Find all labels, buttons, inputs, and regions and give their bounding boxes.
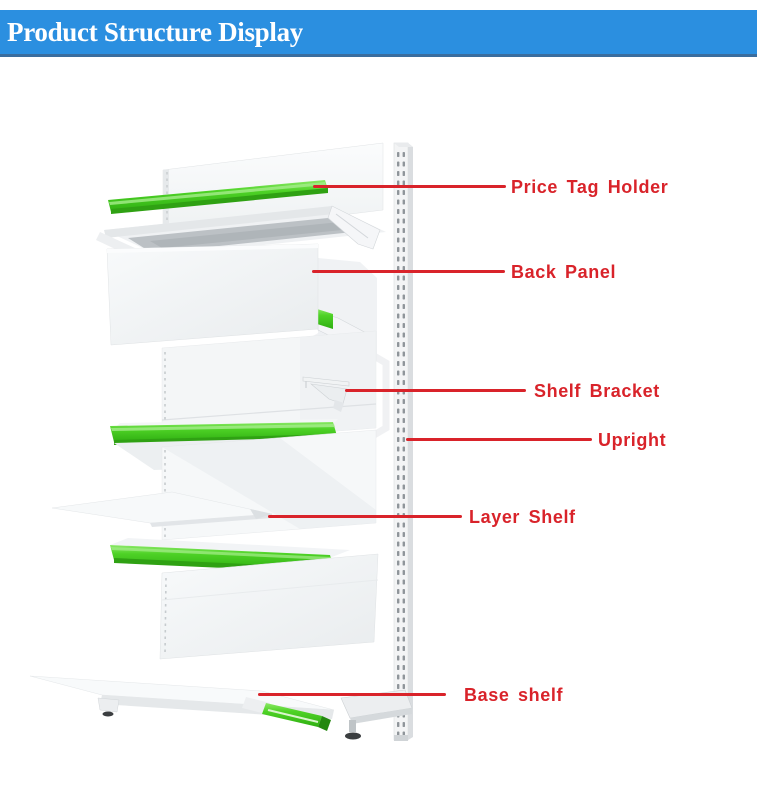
leader-line-back-panel [312,270,505,274]
leader-line-upright [406,438,592,442]
section-title: Product Structure Display [7,17,303,47]
part-label-shelf-bracket: Shelf Bracket [534,381,660,401]
part-label-layer-shelf: Layer Shelf [469,507,576,527]
part-label-back-panel: Back Panel [511,262,617,282]
part-label-price-tag-holder: Price Tag Holder [511,177,669,197]
part-label-upright: Upright [598,430,667,450]
leader-line-shelf-bracket [345,389,526,393]
section-header: Product Structure Display [0,10,757,57]
part-label-base-shelf: Base shelf [464,685,564,705]
leader-line-base-shelf [258,693,446,697]
leader-line-price-tag-holder [313,185,506,189]
leader-line-layer-shelf [268,515,462,519]
